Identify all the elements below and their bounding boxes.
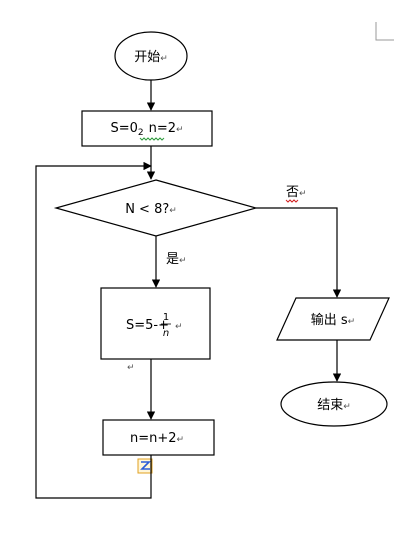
update-s-label-prefix: S=5-+ <box>126 318 169 333</box>
page-corner-mark <box>375 22 394 41</box>
svg-text:N < 8?↵: N < 8?↵ <box>125 202 177 217</box>
update-s-fraction-denominator: n <box>163 328 169 339</box>
output-label: 输出 s <box>311 312 348 328</box>
svg-text:S=5-+: S=5-+ <box>126 318 169 333</box>
increment-label: n=n+2 <box>130 431 177 446</box>
paragraph-mark: ↵ <box>160 54 168 64</box>
svg-text:结束↵: 结束↵ <box>317 398 351 413</box>
paragraph-mark: ↵ <box>348 317 356 327</box>
paragraph-mark: ↵ <box>299 189 307 199</box>
output-node[interactable]: 输出 s↵ <box>276 297 390 341</box>
svg-text:输出 s↵: 输出 s↵ <box>311 312 355 328</box>
paragraph-mark: ↵ <box>175 322 183 332</box>
edge-label-yes: 是 <box>166 252 179 267</box>
paragraph-mark: ↵ <box>343 402 351 412</box>
arrow-condition-to-output <box>256 207 342 298</box>
start-node[interactable]: 开始↵ <box>114 31 188 81</box>
svg-text:S=02n=2↵: S=02 n=2↵ <box>110 121 183 138</box>
svg-text:否↵: 否↵ <box>286 185 307 200</box>
update-s-node[interactable]: S=5-+ 1 n ↵ <box>100 287 211 360</box>
paragraph-mark: ↵ <box>127 363 135 373</box>
paragraph-mark: ↵ <box>177 435 185 445</box>
edge-label-no: 否 <box>286 185 299 200</box>
grammar-squiggle <box>139 137 165 141</box>
init-label-prefix: S=0 <box>110 121 137 136</box>
init-label-suffix: n=2 <box>149 121 176 136</box>
end-node-label: 结束 <box>317 398 343 413</box>
anchor-icon[interactable] <box>137 458 153 474</box>
init-node[interactable]: S=02 n=2↵ <box>81 110 213 147</box>
paragraph-mark: ↵ <box>179 256 187 266</box>
spell-squiggle <box>285 199 299 203</box>
svg-text:是↵: 是↵ <box>166 252 187 267</box>
start-node-label: 开始 <box>134 50 160 65</box>
end-node[interactable]: 结束↵ <box>280 381 388 427</box>
condition-label: N < 8? <box>125 202 169 217</box>
increment-node[interactable]: n=n+2↵ <box>102 419 215 456</box>
paragraph-mark: ↵ <box>169 206 177 216</box>
paragraph-mark: ↵ <box>176 125 184 135</box>
condition-node[interactable]: N < 8?↵ <box>53 179 259 237</box>
update-s-fraction-numerator: 1 <box>163 312 169 323</box>
init-label-sub: 2 <box>138 128 144 138</box>
arrow-loop-back <box>35 161 152 499</box>
svg-text:开始↵: 开始↵ <box>134 50 168 65</box>
svg-text:n=n+2↵: n=n+2↵ <box>130 431 184 446</box>
